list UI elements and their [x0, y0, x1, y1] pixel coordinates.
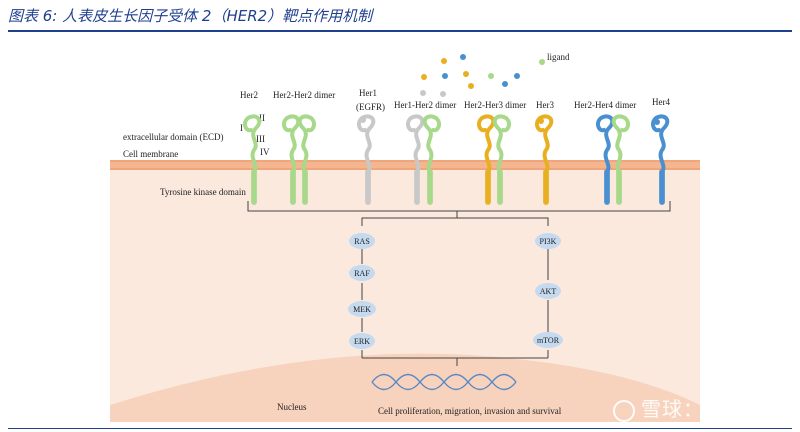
svg-text:RAS: RAS [354, 237, 370, 246]
pathway-node-akt: AKT [535, 283, 561, 299]
domain-roman-3: III [256, 134, 265, 144]
receptor-her1-her2-dimer-strand-b [422, 114, 441, 205]
pathway-node-erk: ERK [349, 333, 375, 349]
svg-text:MEK: MEK [353, 305, 371, 314]
receptor-label-her2-her2-dimer: Her2-Her2 dimer [273, 90, 335, 100]
ligand-dot [468, 83, 474, 89]
receptor-her4-ligand [654, 119, 660, 125]
svg-text:RAF: RAF [354, 269, 370, 278]
watermark-logo-icon [613, 399, 635, 422]
receptor-label-her2: Her2 [240, 90, 258, 100]
pathway-merge [362, 357, 548, 366]
watermark-text: 雪球：心稳致远 [641, 397, 788, 421]
watermark: 雪球：心稳致远 [613, 393, 788, 422]
receptor-her2-strand [243, 114, 262, 205]
bottom-rule [8, 428, 792, 429]
pathway-node-mtor: mTOR [533, 332, 563, 348]
outcome-label: Cell proliferation, migration, invasion … [378, 406, 562, 416]
receptor-shapes [243, 114, 670, 205]
pathway-node-raf: RAF [349, 265, 375, 281]
receptor-her3-ligand [538, 118, 544, 124]
ligand-dot [420, 90, 426, 96]
ligand-dot [502, 81, 508, 87]
receptor-label-her2-her4-dimer: Her2-Her4 dimer [574, 100, 636, 110]
pathway-node-ras: RAS [349, 233, 375, 249]
domain-roman-1: I [240, 123, 243, 133]
tk-label: Tyrosine kinase domain [160, 187, 246, 197]
domain-roman-2: II [259, 113, 265, 123]
ligand-dot [460, 54, 466, 60]
receptor-label-her4: Her4 [652, 97, 670, 107]
receptor-her4-strand [651, 114, 670, 205]
ecd-label: extracellular domain (ECD) [123, 132, 223, 142]
ligand-dot [514, 73, 520, 79]
receptor-her1-strand [357, 114, 376, 205]
figure-title: 图表 6: 人表皮生长因子受体 2（HER2）靶点作用机制 [8, 7, 373, 25]
ligand-dot [421, 74, 427, 80]
dna-helix [371, 373, 517, 391]
receptor-her2-her3-dimer-strand-a [477, 114, 496, 205]
pathway-split [361, 217, 549, 226]
title-rule [8, 30, 792, 32]
nucleus [110, 353, 700, 422]
receptor-her2-her4-dimer-strand-b [611, 114, 630, 205]
ligand-dots [420, 54, 545, 97]
receptor-label-her3: Her3 [536, 100, 554, 110]
receptor-her2-her2-dimer-strand-b [297, 114, 316, 205]
receptor-her2-her4-dimer-strand-a [596, 114, 615, 205]
svg-text:PI3K: PI3K [540, 237, 557, 246]
receptor-her2-her2-dimer-strand-a [282, 114, 301, 205]
receptor-her1-ligand [360, 117, 366, 123]
domain-roman-4: IV [260, 147, 270, 157]
pathway-node-pi3k: PI3K [535, 233, 561, 249]
receptor-label-her1: Her1 [359, 88, 377, 98]
membrane-label: Cell membrane [123, 149, 178, 159]
receptor-label-her2-her3-dimer: Her2-Her3 dimer [464, 100, 526, 110]
ligand-dot [539, 59, 545, 65]
cell-membrane [110, 160, 700, 170]
svg-text:mTOR: mTOR [537, 336, 560, 345]
nucleus-label: Nucleus [277, 402, 307, 412]
ligand-dot [463, 71, 469, 77]
ligand-dot [440, 91, 446, 97]
svg-text:AKT: AKT [540, 287, 557, 296]
ligand-dot [441, 58, 447, 64]
receptor-her2-her3-dimer-strand-b [492, 114, 511, 205]
ligand-dot [442, 73, 448, 79]
receptor-sublabel-her1: (EGFR) [356, 102, 385, 112]
ligand-label: ligand [547, 52, 570, 62]
svg-text:ERK: ERK [354, 337, 370, 346]
receptor-her1-her2-dimer-strand-a [406, 114, 425, 205]
ligand-dot [488, 73, 494, 79]
receptor-bracket [247, 201, 671, 212]
receptor-her3-strand [535, 114, 554, 205]
pathway-node-mek: MEK [348, 301, 376, 317]
receptor-label-her1-her2-dimer: Her1-Her2 dimer [394, 100, 456, 110]
